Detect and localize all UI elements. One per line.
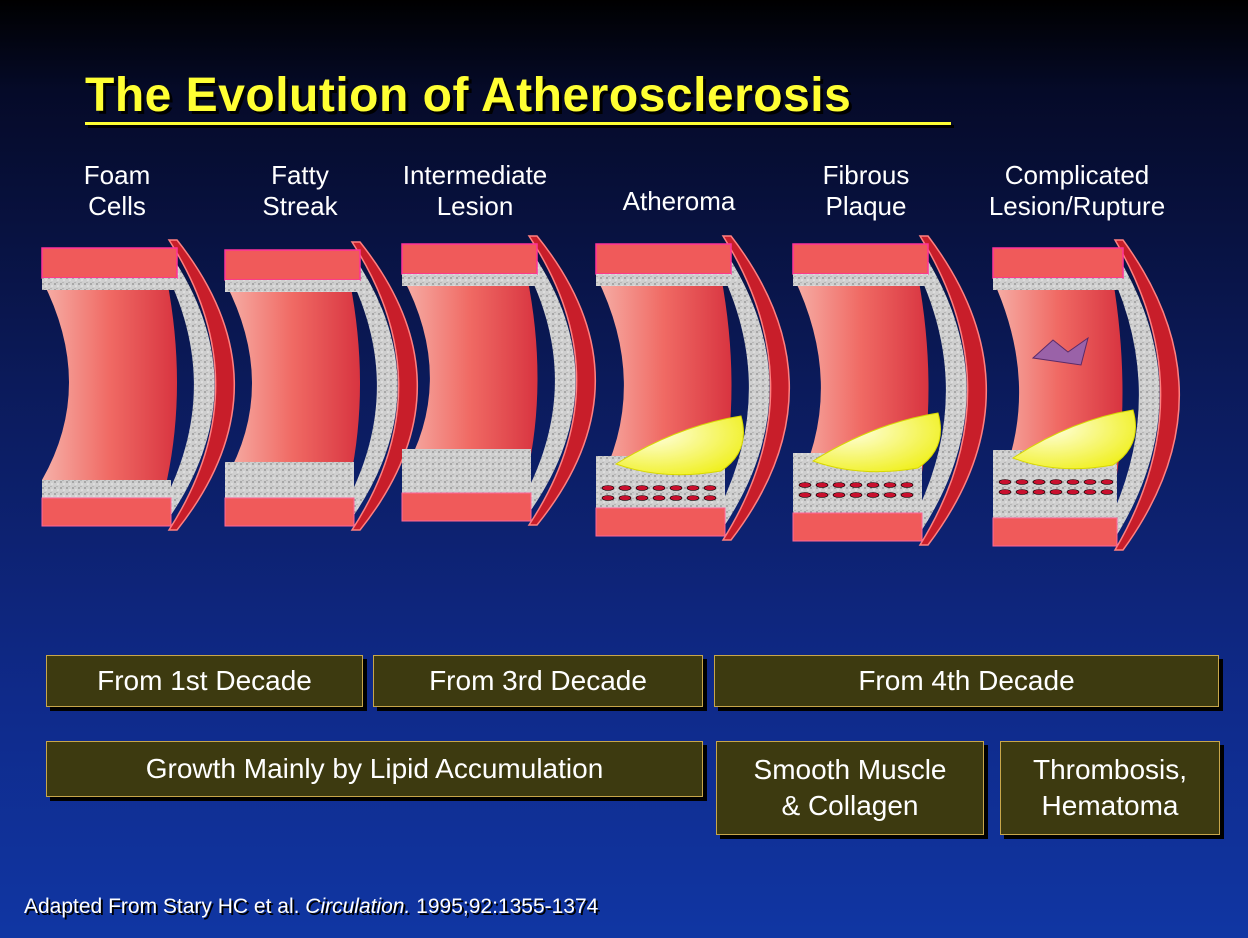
thrombosis-line2: Hematoma bbox=[1042, 788, 1179, 824]
smooth-muscle-line1: Smooth Muscle bbox=[754, 752, 947, 788]
smooth-muscle-box: Smooth Muscle & Collagen bbox=[716, 741, 984, 835]
thrombosis-line1: Thrombosis, bbox=[1033, 752, 1187, 788]
lipid-growth-box: Growth Mainly by Lipid Accumulation bbox=[46, 741, 703, 797]
citation-suffix: 1995;92:1355-1374 bbox=[410, 895, 598, 918]
citation-prefix: Adapted From Stary HC et al. bbox=[24, 895, 305, 918]
vessel-fibrous-plaque bbox=[793, 236, 986, 545]
vessel-intermediate-lesion bbox=[402, 236, 595, 525]
decade4-box: From 4th Decade bbox=[714, 655, 1219, 707]
vessel-complicated-lesion bbox=[993, 240, 1179, 550]
smooth-muscle-line2: & Collagen bbox=[782, 788, 919, 824]
thrombosis-box: Thrombosis, Hematoma bbox=[1000, 741, 1220, 835]
citation: Adapted From Stary HC et al. Circulation… bbox=[24, 895, 598, 919]
vessel-atheroma bbox=[596, 236, 789, 540]
decade1-box: From 1st Decade bbox=[46, 655, 363, 707]
vessel-fatty-streak bbox=[225, 242, 417, 530]
vessel-foam-cells bbox=[42, 240, 234, 530]
decade3-box: From 3rd Decade bbox=[373, 655, 703, 707]
citation-journal: Circulation. bbox=[305, 895, 410, 918]
vessel-illustrations bbox=[0, 0, 1248, 560]
